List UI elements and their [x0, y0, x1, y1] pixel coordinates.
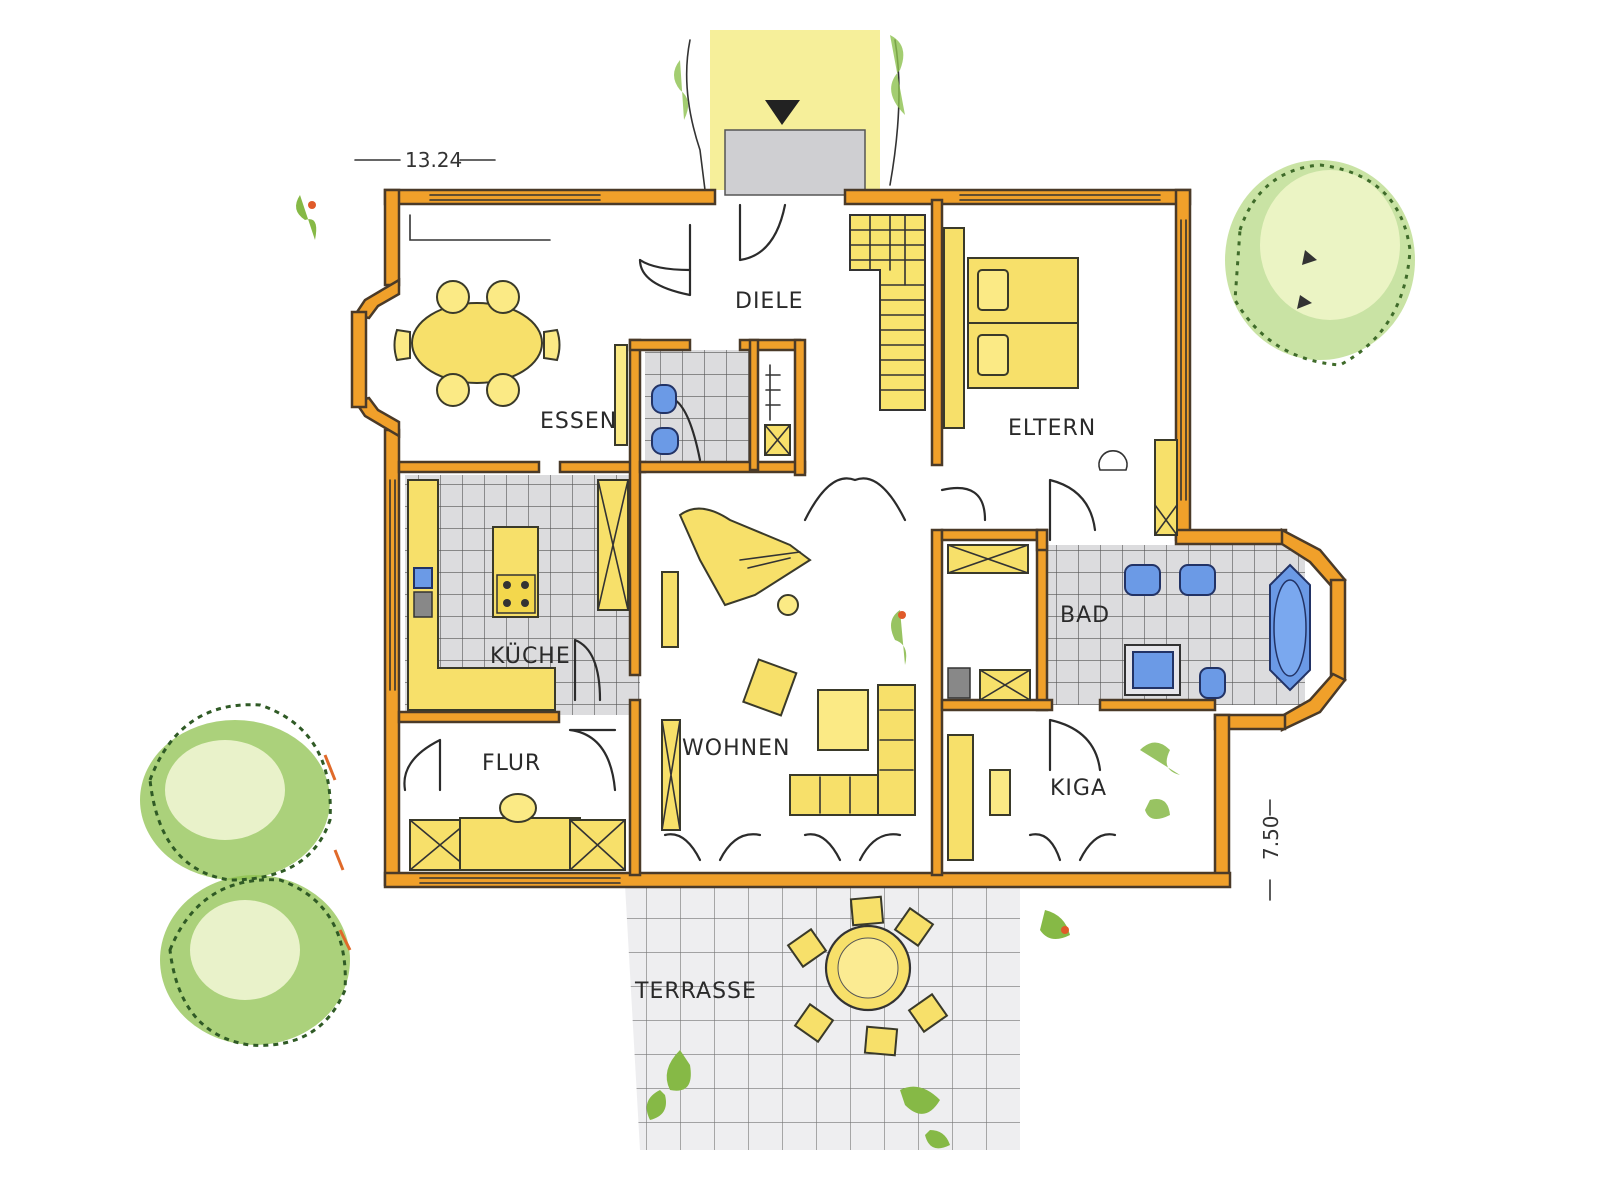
windows — [389, 194, 1187, 884]
room-label-essen: ESSEN — [540, 409, 617, 434]
room-label-flur: FLUR — [482, 751, 541, 776]
dimension-top: 13.24 — [354, 148, 496, 172]
dimension-right-text: 7.50 — [1259, 815, 1283, 860]
wardrobe-room — [947, 544, 1031, 701]
dimension-right: 7.50 — [1259, 799, 1283, 901]
entrance-path — [674, 30, 905, 196]
trees-bottom-left — [140, 703, 352, 1047]
room-label-diele: DIELE — [735, 289, 804, 314]
staircase — [849, 214, 926, 411]
room-label-bad: BAD — [1060, 603, 1110, 628]
kitchen-units — [407, 479, 629, 711]
room-label-wohnen: WOHNEN — [682, 736, 790, 761]
kids-room-furniture — [947, 734, 1180, 861]
bathroom-fixtures — [1124, 563, 1311, 699]
wc-fixtures — [651, 384, 679, 455]
tree-top-right — [1225, 160, 1415, 367]
room-label-terrasse: TERRASSE — [634, 979, 757, 1004]
hallway-furniture — [409, 793, 626, 871]
living-plant — [891, 610, 907, 665]
parents-bed — [943, 227, 1178, 536]
entrance-arrow-icon — [765, 100, 800, 125]
terrace-chairs — [786, 895, 949, 1057]
room-label-eltern: ELTERN — [1008, 416, 1096, 441]
walls — [350, 188, 1347, 889]
room-label-kind: KIGA — [1050, 776, 1107, 801]
terrace — [625, 885, 1020, 1150]
doors — [403, 203, 1117, 862]
plants-decorative — [296, 195, 1070, 1149]
dining-table-set — [393, 280, 561, 407]
room-label-kueche: KÜCHE — [490, 643, 571, 669]
dimension-top-text: 13.24 — [405, 148, 462, 172]
living-room-furniture — [661, 507, 916, 831]
closet-under-stairs — [764, 364, 791, 456]
